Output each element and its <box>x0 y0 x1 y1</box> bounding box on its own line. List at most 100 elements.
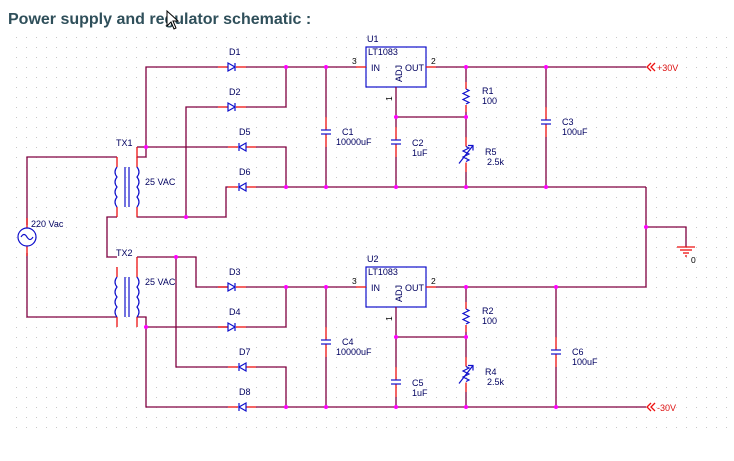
regulator-u2[interactable]: U2 LT1083 IN OUT ADJ 3 2 1 <box>352 254 436 321</box>
diode-d3[interactable]: D3 <box>218 267 246 293</box>
transformer-ref: TX2 <box>116 248 133 258</box>
junction-dot <box>394 115 398 119</box>
junction-dot <box>394 185 398 189</box>
diode-icon <box>237 181 247 193</box>
regulator-u1[interactable]: U1 LT1083 IN OUT ADJ 3 2 1 <box>352 34 436 101</box>
pin-number: 1 <box>384 96 394 101</box>
diode-ref: D8 <box>239 387 251 397</box>
wire <box>137 316 228 328</box>
resistor-ref: R4 <box>485 367 497 377</box>
port-negative[interactable]: -30V <box>646 402 676 413</box>
junction-dot <box>284 285 288 289</box>
potentiometer-r5[interactable]: R52.5k <box>458 137 505 172</box>
wire <box>246 287 287 328</box>
transformer-icon <box>114 147 140 217</box>
diode-icon <box>237 141 247 153</box>
regulator-pin-out: OUT <box>405 283 425 293</box>
resistor-ref: R1 <box>482 86 494 96</box>
diode-d4[interactable]: D4 <box>218 307 246 333</box>
port-label: +30V <box>657 63 678 73</box>
potentiometer-r4[interactable]: R42.5k <box>458 357 505 392</box>
transformer-secondary: 25 VAC <box>145 277 176 287</box>
capacitor-value: 10000uF <box>336 347 372 357</box>
junction-dot <box>144 325 148 329</box>
ac-source[interactable]: 220 Vac <box>17 218 64 256</box>
diode-ref: D4 <box>229 307 241 317</box>
capacitor-ref: C4 <box>342 337 354 347</box>
resistor-icon <box>461 308 471 325</box>
junction-dot <box>544 185 548 189</box>
junction-dot <box>464 405 468 409</box>
diode-d8[interactable]: D8 <box>228 387 256 413</box>
diode-icon <box>237 361 247 373</box>
transformer-ref: TX1 <box>116 138 133 148</box>
pin-number: 2 <box>431 276 436 286</box>
regulator-pin-out: OUT <box>405 63 425 73</box>
diode-icon <box>237 401 247 413</box>
junction-dot <box>324 65 328 69</box>
offpage-arrow-icon <box>646 62 656 72</box>
diode-ref: D7 <box>239 347 251 357</box>
wire <box>145 66 218 147</box>
wire <box>175 257 228 368</box>
capacitor-icon <box>391 139 401 145</box>
transformer-tx1[interactable]: TX1 25 VAC <box>114 138 176 217</box>
junction-dot <box>464 335 468 339</box>
offpage-arrow-icon <box>646 402 656 412</box>
regulator-part: LT1083 <box>368 47 398 57</box>
junction-dot <box>324 285 328 289</box>
ground-symbol[interactable]: 0 <box>677 246 696 265</box>
wire <box>26 156 117 225</box>
diode-ref: D3 <box>229 267 241 277</box>
ground-label: 0 <box>691 255 696 265</box>
capacitor-ref: C5 <box>412 378 424 388</box>
regulator-ref: U2 <box>367 254 379 264</box>
port-label: -30V <box>657 403 676 413</box>
diode-icon <box>227 101 237 113</box>
pin-number: 3 <box>352 56 357 66</box>
wire <box>246 67 287 108</box>
capacitor-value: 1uF <box>412 388 428 398</box>
junction-dot <box>324 185 328 189</box>
junction-dot <box>464 115 468 119</box>
diode-d6[interactable]: D6 <box>228 167 256 193</box>
junction-dot <box>144 145 148 149</box>
diode-icon <box>227 321 237 333</box>
capacitor-value: 1uF <box>412 148 428 158</box>
source-value: 220 Vac <box>31 219 64 229</box>
capacitor-value: 100uF <box>562 127 588 137</box>
wire <box>137 147 147 158</box>
transformer-icon <box>114 257 140 327</box>
regulator-pin-in: IN <box>371 63 380 73</box>
wire <box>186 186 228 218</box>
diode-d7[interactable]: D7 <box>228 347 256 373</box>
diode-d2[interactable]: D2 <box>218 87 246 113</box>
port-positive[interactable]: +30V <box>646 62 678 73</box>
diode-d5[interactable]: D5 <box>228 127 256 153</box>
regulator-pin-adj: ADJ <box>394 65 404 82</box>
junctions <box>144 65 648 409</box>
junction-dot <box>284 185 288 189</box>
junction-dot <box>184 215 188 219</box>
regulator-pin-adj: ADJ <box>394 285 404 302</box>
resistor-value: 100 <box>482 96 497 106</box>
transformer-tx2[interactable]: TX2 25 VAC <box>114 248 176 327</box>
diode-icon <box>227 281 237 293</box>
capacitor-icon <box>321 339 331 345</box>
wires <box>26 66 687 408</box>
capacitor-icon <box>541 119 551 125</box>
capacitor-ref: C6 <box>572 347 584 357</box>
resistor-ref: R5 <box>485 147 497 157</box>
wire <box>556 187 647 288</box>
variable-resistor-icon <box>458 144 474 164</box>
diode-d1[interactable]: D1 <box>218 47 246 73</box>
